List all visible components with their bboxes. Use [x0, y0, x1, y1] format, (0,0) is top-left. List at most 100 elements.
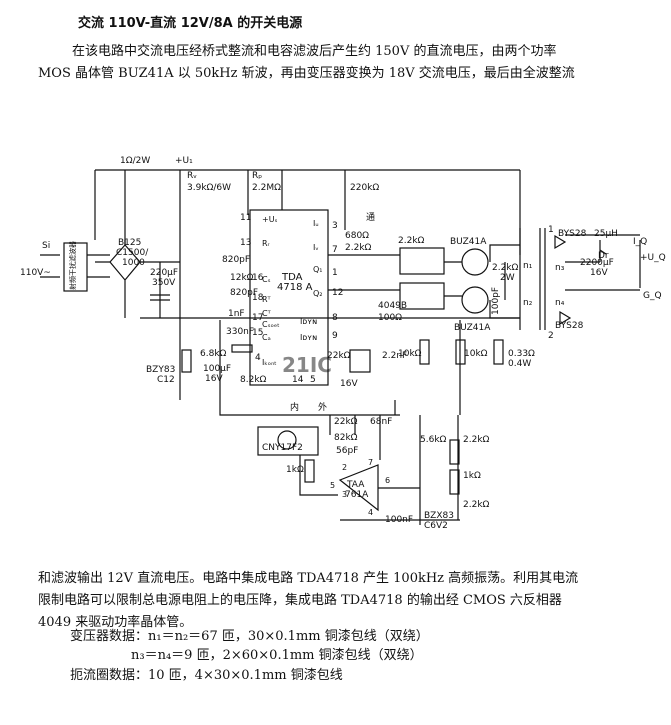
comp-label: 12kΩ: [230, 273, 254, 283]
pin: 7: [332, 245, 338, 255]
chip-name-1: TDA: [281, 272, 303, 283]
comp-label: 1: [548, 225, 554, 235]
pin-name: Iᴅʏɴ: [300, 317, 317, 326]
comp-label: 16V: [340, 379, 358, 389]
opamp-pin: 3: [342, 490, 347, 499]
comp-label: 56pF: [336, 446, 358, 456]
comp-label: 330nF: [226, 327, 254, 337]
intro-line-2: MOS 晶体管 BUZ41A 以 50kHz 斩波，再由变压器变换为 18V 交…: [38, 66, 575, 81]
comp-label: 16V: [205, 374, 223, 384]
comp-label: CNY17F2: [262, 443, 303, 453]
rp-name: Rₚ: [252, 171, 262, 181]
comp-label: +U_Q: [640, 253, 666, 263]
comp-label: BUZ41A: [454, 323, 491, 333]
comp-label: 2.2kΩ: [463, 435, 490, 445]
circuit-labels: 110V~ Si 射频干扰滤波器 B125 C1500/ 1000 1Ω/2W …: [20, 156, 666, 531]
body-line-1: 和滤波输出 12V 直流电压。电路中集成电路 TDA4718 产生 100kHz…: [38, 571, 579, 586]
pin-name: Iᴅʏɴ: [300, 333, 317, 342]
comp-label: 2.2nF: [382, 351, 407, 361]
transformer-line-1: 变压器数据：n₁＝n₂＝67 匝，30×0.1mm 铜漆包线（双绕）: [70, 629, 429, 644]
pin: 4: [255, 353, 261, 363]
bridge-3: 1000: [122, 258, 145, 268]
pin: 1: [332, 268, 338, 278]
pin: 11: [240, 213, 251, 223]
bridge-2: C1500/: [116, 248, 149, 258]
choke-line: 扼流圈数据：10 匝，4×30×0.1mm 铜漆包线: [70, 668, 343, 683]
comp-label: TAA: [346, 480, 365, 490]
pin-name: Iᵤ: [313, 219, 319, 228]
body-line-2: 限制电路可以限制总电源电阻上的电压降，集成电路 TDA4718 的输出经 CMO…: [38, 593, 562, 608]
pin-name: Iₖₒₙₜ: [262, 358, 277, 367]
page-title: 交流 110V-直流 12V/8A 的开关电源: [78, 16, 303, 31]
comp-label: 22kΩ: [334, 417, 358, 427]
opamp-pin: 5: [330, 481, 335, 490]
pin-name: Cₛ: [262, 275, 271, 284]
comp-label: 761A: [345, 490, 369, 500]
comp-label: 内: [290, 401, 299, 413]
comp-label: n₂: [523, 298, 533, 308]
pin: 16: [252, 273, 264, 283]
wires: [40, 169, 641, 525]
body-line-3: 4049 来驱动功率晶体管。: [38, 615, 193, 630]
comp-label: n₄: [555, 298, 565, 308]
comp-label: 100μF: [203, 364, 231, 374]
comp-label: n₃: [555, 263, 565, 273]
comp-label: 4049B: [378, 301, 407, 311]
comp-label: 100pF: [491, 287, 501, 315]
comp-label: BYS28: [558, 229, 587, 239]
pin: 5: [310, 375, 316, 385]
pin-name: Rᵀ: [262, 295, 272, 304]
comp-label: 16V: [590, 268, 608, 278]
comp-label: 1nF: [228, 309, 245, 319]
comp-label: C6V2: [424, 521, 448, 531]
comp-label: 2200μF: [580, 258, 614, 268]
comp-label: I_Q: [633, 237, 647, 247]
pin-name: Q₂: [313, 289, 323, 298]
comp-label: BZY83: [146, 365, 175, 375]
rp-val: 2.2MΩ: [252, 183, 281, 193]
pin: 14: [292, 375, 304, 385]
input-voltage: 110V~: [20, 268, 51, 278]
fuse-label: Si: [42, 241, 50, 251]
cmain-1: 220μF: [150, 268, 178, 278]
rv-name: Rᵥ: [187, 171, 197, 181]
pin-name: +Uₛ: [262, 215, 278, 224]
comp-label: BZX83: [424, 511, 454, 521]
opamp-pin: 2: [342, 463, 347, 472]
pin-name: Cᵀ: [262, 309, 272, 318]
comp-label: 2.2kΩ: [398, 236, 425, 246]
comp-label: 2: [548, 331, 554, 341]
comp-label: 100nF: [385, 515, 413, 525]
comp-label: 820pF: [222, 255, 250, 265]
comp-label: C12: [157, 375, 175, 385]
pin: 13: [240, 238, 251, 248]
pin-name: Iᵥ: [313, 243, 319, 252]
u1: +U₁: [175, 156, 193, 166]
comp-label: 2.2kΩ: [492, 263, 519, 273]
comp-label: 2.2kΩ: [463, 500, 490, 510]
comp-label: 外: [318, 401, 327, 413]
comp-label: BYS28: [555, 321, 584, 331]
pin: 17: [252, 313, 263, 323]
opamp-pin: 4: [368, 508, 373, 517]
comp-label: 2.2kΩ: [345, 243, 372, 253]
pot-top: 220kΩ: [350, 183, 379, 193]
pin-name: Cₛₒₑₜ: [262, 320, 280, 329]
pin-name: Rᵣ: [262, 239, 271, 248]
chip-name-2: 4718 A: [277, 282, 313, 293]
intro-line-1: 在该电路中交流电压经桥式整流和电容滤波后产生约 150V 的直流电压，由两个功率: [72, 44, 557, 59]
pin: 8: [332, 313, 338, 323]
comp-label: 25μH: [594, 229, 618, 239]
rf-filter-label: 射频干扰滤波器: [68, 241, 77, 290]
r-in: 1Ω/2W: [120, 156, 150, 166]
opamp-pin: 6: [385, 476, 390, 485]
opamp-pin: 7: [368, 458, 373, 467]
pin-name: Cₐ: [262, 333, 271, 342]
tda4718-chip: [249, 209, 329, 386]
rv-val: 3.9kΩ/6W: [187, 183, 231, 193]
pin: 18: [252, 293, 264, 303]
pin-name: Q₁: [313, 265, 323, 274]
comp-label: 82kΩ: [334, 433, 358, 443]
comp-label: 100Ω: [378, 313, 402, 323]
